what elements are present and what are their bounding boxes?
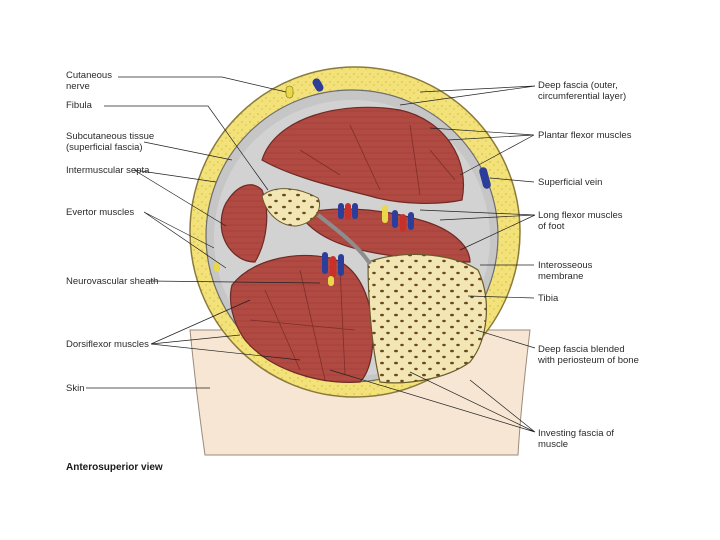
- superficial-vein-shape: [479, 167, 491, 189]
- label-evertor-muscles: Evertor muscles: [66, 207, 135, 218]
- leader-lines: [86, 76, 536, 433]
- label-deep-fascia-outer: Deep fascia (outer, circumferential laye…: [538, 80, 627, 102]
- cutaneous-nerve-shape: [285, 85, 294, 99]
- label-neurovascular-sheath: Neurovascular sheath: [66, 276, 159, 287]
- label-interosseous-membrane: Interosseous membrane: [538, 260, 593, 282]
- tibia-bone: [367, 253, 487, 384]
- label-fibula: Fibula: [66, 100, 92, 111]
- label-dorsiflexor-muscles: Dorsiflexor muscles: [66, 339, 149, 350]
- evertor-nerve-shape: [214, 262, 220, 272]
- label-subcutaneous-tissue: Subcutaneous tissue (superficial fascia): [66, 131, 155, 153]
- label-intermuscular-septa: Intermuscular septa: [66, 165, 150, 176]
- interosseous-membrane: [316, 213, 372, 266]
- neurovascular-bundle-anterior: [322, 252, 344, 286]
- label-skin: Skin: [66, 383, 85, 394]
- superficial-vein-upper: [312, 78, 324, 92]
- dorsiflexor-muscles: [229, 254, 374, 383]
- label-investing-fascia: Investing fascia of muscle: [538, 428, 615, 450]
- fibula-bone: [261, 188, 320, 227]
- long-flexor-muscles: [299, 208, 471, 263]
- evertor-muscles: [220, 184, 268, 263]
- neurovascular-bundle-posterior: [338, 203, 414, 232]
- plantar-flexor-muscles: [261, 106, 464, 204]
- label-long-flexor-muscles: Long flexor muscles of foot: [538, 210, 623, 232]
- label-plantar-flexor-muscles: Plantar flexor muscles: [538, 130, 632, 141]
- label-cutaneous-nerve: Cutaneous nerve: [66, 70, 112, 92]
- label-tibia: Tibia: [538, 293, 559, 304]
- label-superficial-vein: Superficial vein: [538, 177, 603, 188]
- figure-caption: Anterosuperior view: [66, 462, 163, 473]
- label-deep-fascia-blended: Deep fascia blended with periosteum of b…: [538, 344, 639, 366]
